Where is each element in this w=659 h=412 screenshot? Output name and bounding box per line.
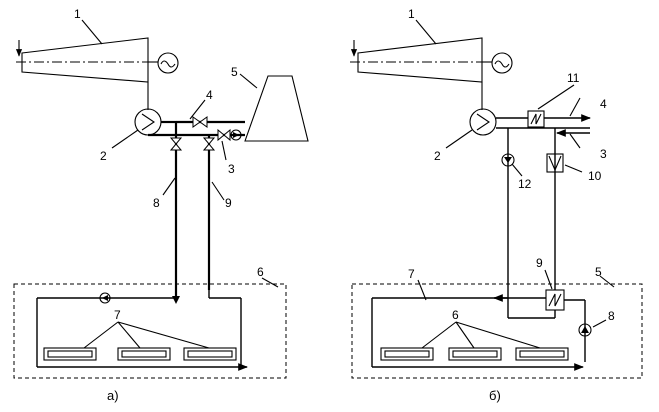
label-b-6: 6	[452, 308, 459, 322]
label-a-5: 5	[231, 65, 238, 79]
label-a-8: 8	[153, 196, 160, 210]
label-a-1: 1	[74, 7, 81, 21]
scheme-b: 1 2 3 4 5 6 7 8 9 10 11 12 б)	[350, 7, 643, 403]
heat-consumer-a	[244, 75, 309, 142]
scheme-a: 1 2 3 4 5 6 7 8 9 а)	[13, 7, 309, 403]
label-a-9: 9	[225, 196, 232, 210]
valve-a3	[217, 128, 231, 142]
filter-b10	[546, 153, 564, 173]
label-b-12: 12	[518, 177, 532, 191]
radiators-b	[380, 321, 569, 361]
label-a-4: 4	[206, 88, 213, 102]
heater-b	[469, 82, 497, 136]
pump-a3	[230, 129, 242, 141]
pump-b12	[501, 153, 515, 167]
label-b-9: 9	[536, 256, 543, 270]
label-a-2: 2	[100, 149, 107, 163]
valve-a9	[202, 137, 216, 151]
district-boundary-a	[13, 283, 287, 379]
label-b-10: 10	[588, 169, 602, 183]
label-b-8: 8	[608, 309, 615, 323]
label-b-1: 1	[408, 7, 415, 21]
caption-a: а)	[107, 388, 119, 403]
label-b-11: 11	[567, 71, 580, 85]
turbine-b	[350, 37, 492, 83]
label-a-3: 3	[228, 162, 235, 176]
heat-exchanger-b9	[545, 289, 565, 311]
valve-a4	[192, 116, 208, 128]
heater-a	[134, 82, 162, 136]
label-a-6: 6	[257, 265, 264, 279]
leaders-a	[81, 19, 279, 288]
radiators-a	[43, 321, 237, 361]
generator-icon	[491, 52, 513, 74]
generator-icon	[157, 52, 179, 74]
pump-a7	[99, 292, 111, 304]
leaders-b	[415, 19, 615, 328]
heat-exchanger-b11	[527, 110, 545, 128]
label-b-5: 5	[595, 265, 602, 279]
label-b-7: 7	[408, 267, 415, 281]
valve-a8	[169, 137, 183, 151]
turbine-a	[15, 37, 158, 83]
label-b-2: 2	[434, 149, 441, 163]
pump-b8	[578, 323, 592, 337]
district-boundary-b	[351, 283, 643, 379]
caption-b: б)	[489, 388, 501, 403]
label-b-4: 4	[600, 97, 607, 111]
label-a-7: 7	[114, 308, 121, 322]
label-b-3: 3	[600, 147, 607, 161]
